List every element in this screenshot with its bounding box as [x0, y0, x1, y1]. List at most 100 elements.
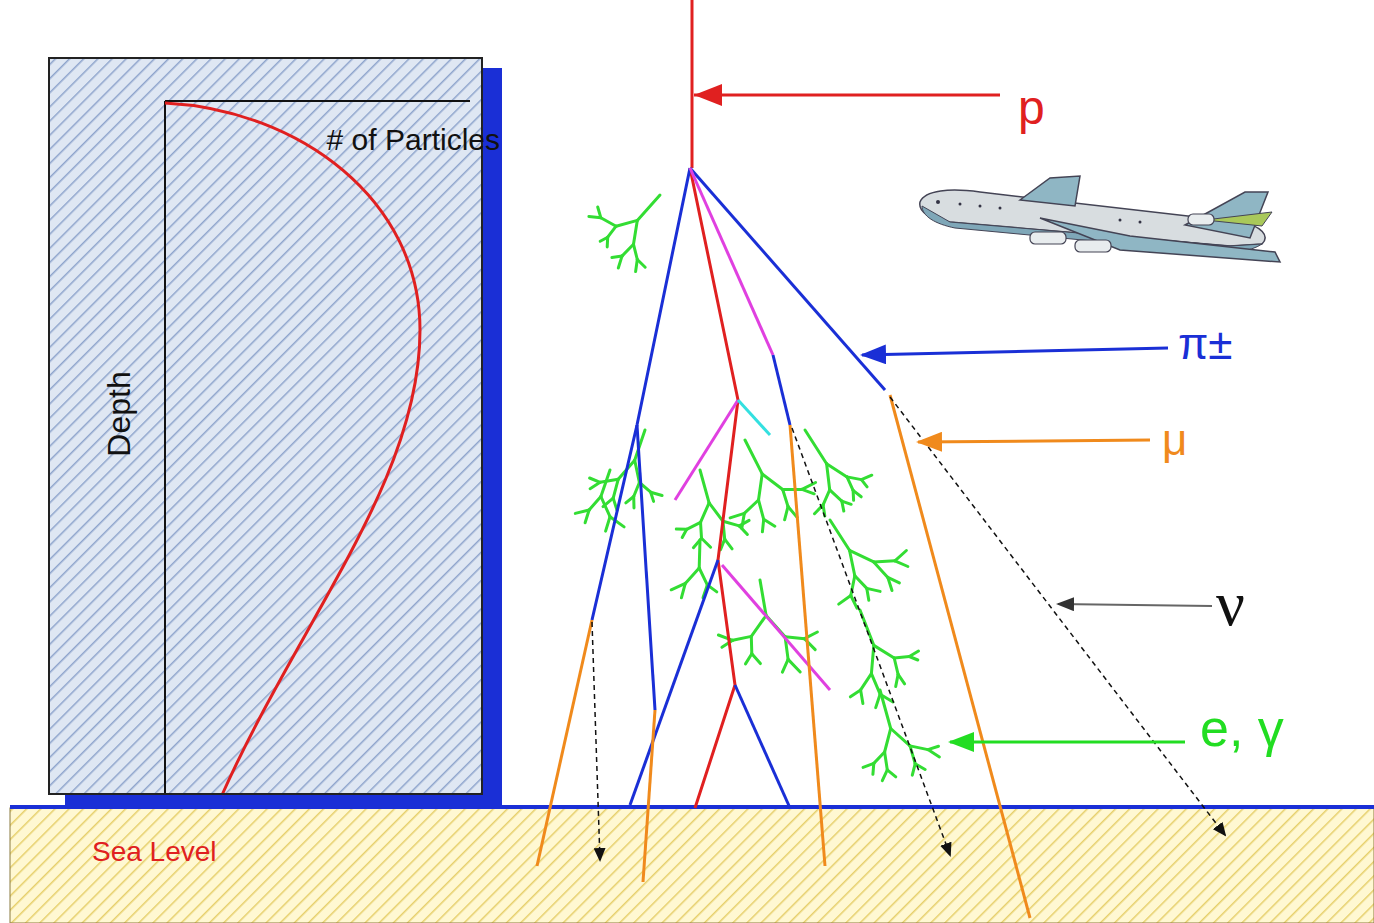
- em-branch: [622, 244, 634, 256]
- em-branch: [764, 519, 775, 526]
- em-branch: [762, 519, 763, 532]
- depth-panel: # of ParticlesDepth: [48, 57, 483, 795]
- em-branch: [785, 507, 788, 520]
- em-branch: [850, 550, 855, 575]
- em-branch: [876, 694, 880, 707]
- em-branch: [802, 489, 814, 493]
- em-branch: [701, 522, 702, 538]
- em-branch: [575, 510, 589, 513]
- em-branch: [616, 220, 637, 226]
- em-branch: [612, 256, 622, 258]
- em-branch: [850, 550, 874, 562]
- em-branch: [861, 690, 863, 704]
- em-branch: [687, 522, 701, 529]
- em-branch: [783, 488, 802, 491]
- em-branch: [601, 497, 610, 517]
- em-branch: [861, 480, 867, 487]
- em-branch: [590, 478, 601, 482]
- em-branch: [634, 220, 638, 244]
- em-branch: [782, 659, 788, 672]
- particle-label: π±: [1178, 322, 1233, 366]
- em-branch: [874, 752, 885, 763]
- em-branch: [895, 551, 907, 561]
- em-branch: [928, 750, 940, 757]
- em-branch: [861, 674, 872, 690]
- em-branch: [855, 576, 867, 589]
- em-branch: [880, 690, 891, 729]
- em-branch: [847, 477, 853, 491]
- em-branch: [598, 207, 601, 218]
- em-branch: [676, 528, 686, 531]
- particle-label: μ: [1162, 418, 1187, 462]
- em-branch: [910, 746, 928, 750]
- em-branch: [894, 657, 909, 659]
- em-branch: [746, 654, 752, 664]
- em-branch: [613, 479, 618, 498]
- em-branch: [651, 492, 654, 501]
- em-branch: [601, 470, 610, 497]
- particle-label: e, γ: [1200, 702, 1284, 754]
- em-branch: [759, 474, 763, 500]
- em-branch: [606, 517, 610, 531]
- em-branch: [827, 464, 847, 477]
- em-branch: [733, 636, 752, 640]
- em-branch: [861, 475, 871, 479]
- em-branch: [896, 674, 898, 686]
- em-branch: [723, 521, 739, 526]
- em-branch: [830, 490, 842, 501]
- em-branch: [888, 577, 892, 590]
- em-branch: [823, 490, 830, 505]
- em-branch: [745, 440, 762, 474]
- em-branch: [891, 729, 910, 746]
- em-branch: [885, 729, 891, 753]
- sea-level-band: Sea Level: [10, 808, 1374, 923]
- em-branch: [752, 654, 761, 664]
- em-branch: [589, 497, 601, 511]
- em-branch: [601, 218, 616, 227]
- em-branch: [698, 540, 702, 568]
- em-branch: [685, 568, 699, 583]
- em-branch: [626, 497, 634, 503]
- em-branch: [702, 538, 711, 547]
- particle-label: p: [1018, 84, 1045, 132]
- em-branch: [637, 195, 660, 220]
- em-branch: [709, 503, 723, 522]
- em-branch: [636, 260, 638, 272]
- em-branch: [783, 490, 788, 507]
- em-branch: [600, 237, 608, 241]
- em-branch: [785, 637, 804, 639]
- em-branch: [610, 517, 624, 527]
- em-branch: [750, 636, 754, 653]
- em-branch: [725, 539, 732, 549]
- em-branch: [699, 568, 707, 585]
- em-branch: [701, 503, 710, 523]
- em-branch: [910, 746, 915, 764]
- em-branch: [850, 690, 860, 697]
- em-branch: [827, 464, 830, 490]
- em-branch: [634, 483, 640, 497]
- em-branch: [759, 500, 764, 519]
- em-branch: [762, 474, 783, 490]
- axis-title: # of Particles: [327, 125, 500, 155]
- em-branch: [815, 505, 824, 514]
- em-branch: [863, 763, 874, 767]
- em-branch: [634, 244, 638, 259]
- em-branch: [788, 659, 800, 672]
- em-branch: [830, 520, 850, 550]
- em-branch: [600, 479, 618, 482]
- particle-label: ν: [1216, 572, 1245, 636]
- em-branch: [895, 561, 908, 567]
- em-branch: [671, 583, 685, 589]
- em-branch: [887, 770, 896, 777]
- em-branch: [852, 490, 856, 500]
- em-branch: [867, 588, 880, 591]
- em-branch: [842, 501, 844, 511]
- em-branch: [874, 562, 888, 578]
- em-branch: [894, 658, 898, 674]
- em-branch: [874, 561, 895, 562]
- em-branch: [882, 770, 887, 781]
- em-branch: [608, 226, 616, 237]
- em-branch: [867, 588, 869, 600]
- axis-title: Depth: [103, 371, 135, 456]
- band-label: Sea Level: [92, 838, 217, 866]
